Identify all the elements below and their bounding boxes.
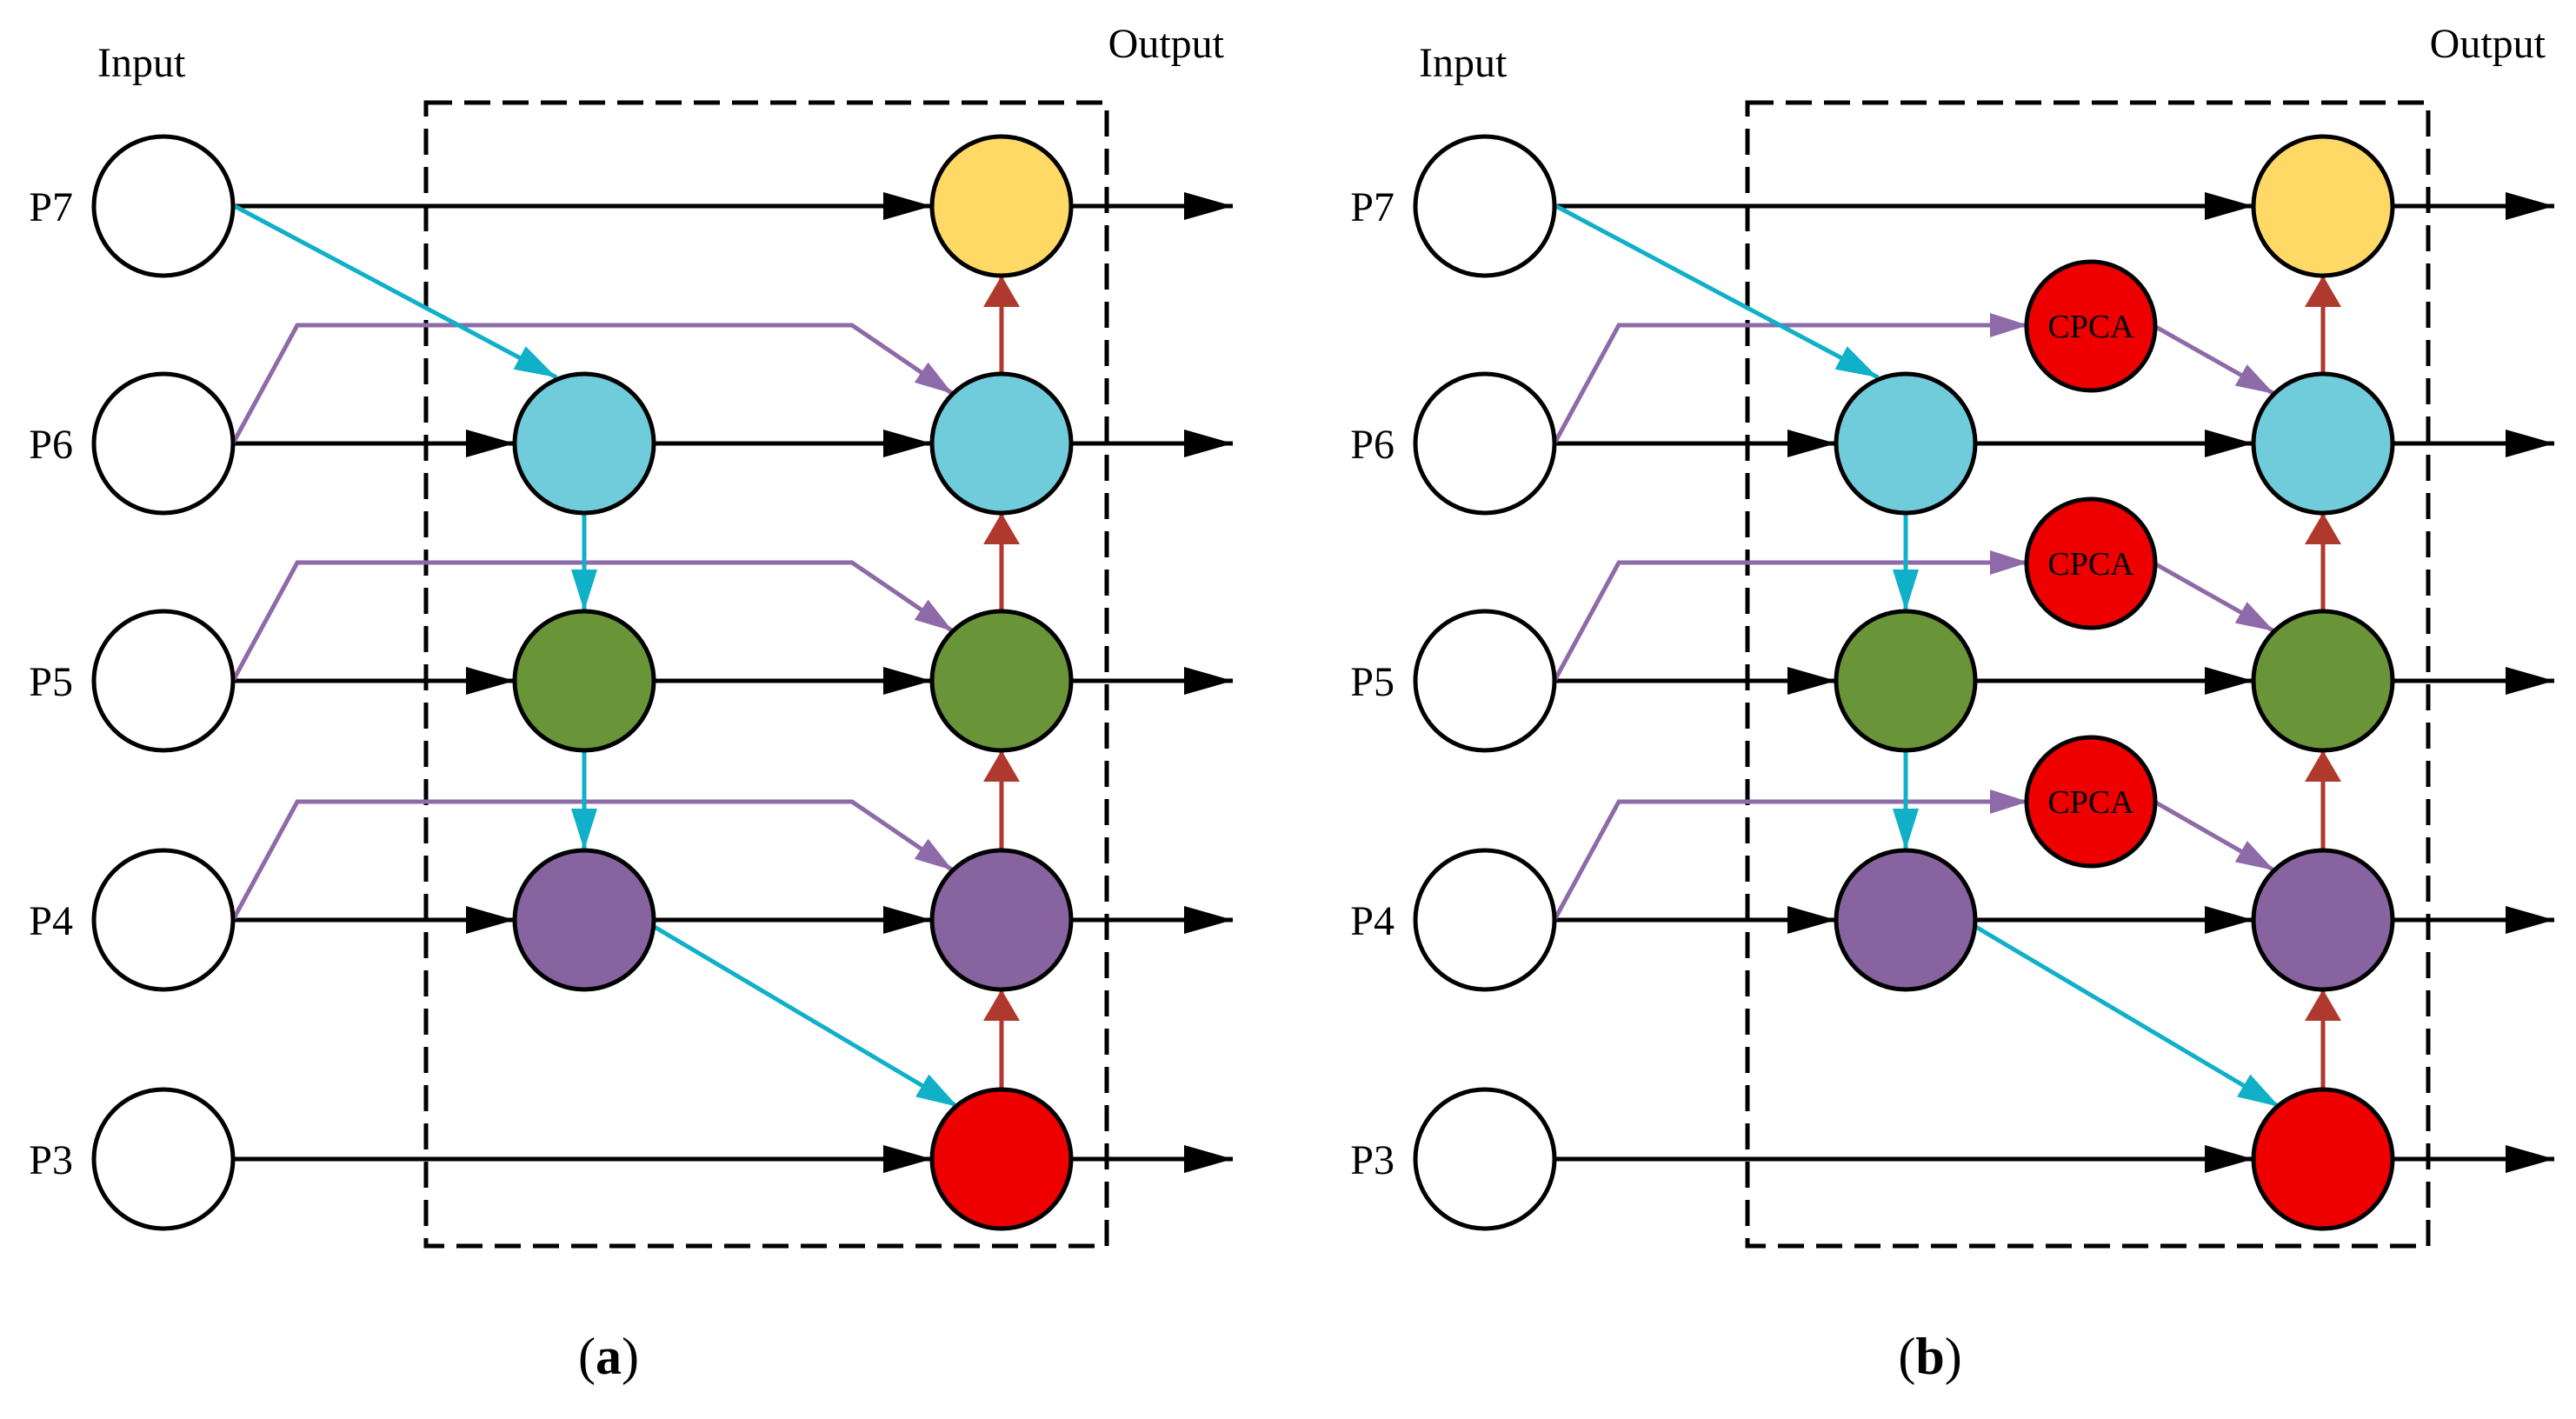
output-node-p4 bbox=[2251, 848, 2395, 992]
output-node-p4 bbox=[929, 848, 1074, 992]
p5-skip-arrow bbox=[1552, 550, 2028, 683]
p7-to-p6-mid-arrow bbox=[230, 202, 558, 380]
mid-node-p5 bbox=[512, 609, 656, 753]
p6-skip-arrow bbox=[1552, 313, 2028, 445]
output-node-p3 bbox=[2251, 1087, 2395, 1231]
dashed-bifpn-box bbox=[1745, 100, 2431, 1249]
p6-skip-arrow bbox=[230, 323, 955, 445]
p4-to-p3-out-arrow bbox=[647, 921, 960, 1109]
p4-skip-arrow bbox=[230, 799, 955, 922]
p4-skip-arrow-post-cpca bbox=[2153, 799, 2276, 873]
input-node-p7 bbox=[91, 134, 236, 278]
input-node-p7 bbox=[1413, 134, 1557, 278]
p5-skip-arrow-post-cpca bbox=[2153, 561, 2276, 634]
p5-skip-arrow bbox=[230, 560, 955, 683]
row-label-p3: P3 bbox=[29, 1137, 73, 1183]
p4-skip-arrow bbox=[1552, 789, 2028, 922]
input-node-p6 bbox=[91, 371, 236, 516]
input-label: Input bbox=[97, 40, 186, 86]
input-node-p5 bbox=[1413, 609, 1557, 753]
row-label-p7: P7 bbox=[1350, 184, 1395, 230]
row-label-p4: P4 bbox=[29, 898, 73, 944]
mid-node-p6 bbox=[512, 371, 656, 516]
output-node-p5 bbox=[2251, 609, 2395, 753]
cpca-label-2: CPCA bbox=[2047, 546, 2134, 583]
input-node-p3 bbox=[91, 1087, 236, 1231]
input-node-p4 bbox=[1413, 848, 1557, 992]
row-label-p7: P7 bbox=[29, 184, 73, 230]
output-label: Output bbox=[1108, 21, 1225, 67]
cpca-label-1: CPCA bbox=[2047, 309, 2134, 345]
p7-to-p6-mid-arrow bbox=[1551, 202, 1880, 380]
mid-node-p6 bbox=[1834, 371, 1978, 516]
output-label: Output bbox=[2430, 21, 2546, 67]
row-label-p3: P3 bbox=[1350, 1137, 1395, 1183]
panel-caption-letter: b bbox=[1915, 1328, 1944, 1385]
output-node-p7 bbox=[929, 134, 1074, 278]
dashed-bifpn-box bbox=[423, 100, 1109, 1249]
mid-node-p4 bbox=[1834, 848, 1978, 992]
p4-to-p3-out-arrow bbox=[1968, 921, 2281, 1109]
p6-skip-arrow-post-cpca bbox=[2153, 323, 2276, 396]
input-node-p6 bbox=[1413, 371, 1557, 516]
row-label-p6: P6 bbox=[29, 422, 73, 468]
row-label-p6: P6 bbox=[1350, 422, 1395, 468]
input-label: Input bbox=[1419, 40, 1508, 86]
row-label-p5: P5 bbox=[1350, 659, 1395, 705]
output-node-p3 bbox=[929, 1087, 1074, 1231]
cpca-node-3 bbox=[2024, 735, 2158, 869]
panel-caption: (b) bbox=[1898, 1328, 1961, 1385]
cpca-node-1 bbox=[2024, 259, 2158, 393]
panel-caption: (a) bbox=[578, 1328, 639, 1385]
output-node-p6 bbox=[929, 371, 1074, 516]
panel-caption-letter: a bbox=[596, 1328, 622, 1385]
output-node-p6 bbox=[2251, 371, 2395, 516]
row-label-p5: P5 bbox=[29, 659, 73, 705]
row-label-p4: P4 bbox=[1350, 898, 1395, 944]
input-node-p3 bbox=[1413, 1087, 1557, 1231]
mid-node-p4 bbox=[512, 848, 656, 992]
input-node-p4 bbox=[91, 848, 236, 992]
output-node-p5 bbox=[929, 609, 1074, 753]
cpca-node-2 bbox=[2024, 496, 2158, 630]
mid-node-p5 bbox=[1834, 609, 1978, 753]
input-node-p5 bbox=[91, 609, 236, 753]
cpca-label-3: CPCA bbox=[2047, 784, 2134, 821]
output-node-p7 bbox=[2251, 134, 2395, 278]
